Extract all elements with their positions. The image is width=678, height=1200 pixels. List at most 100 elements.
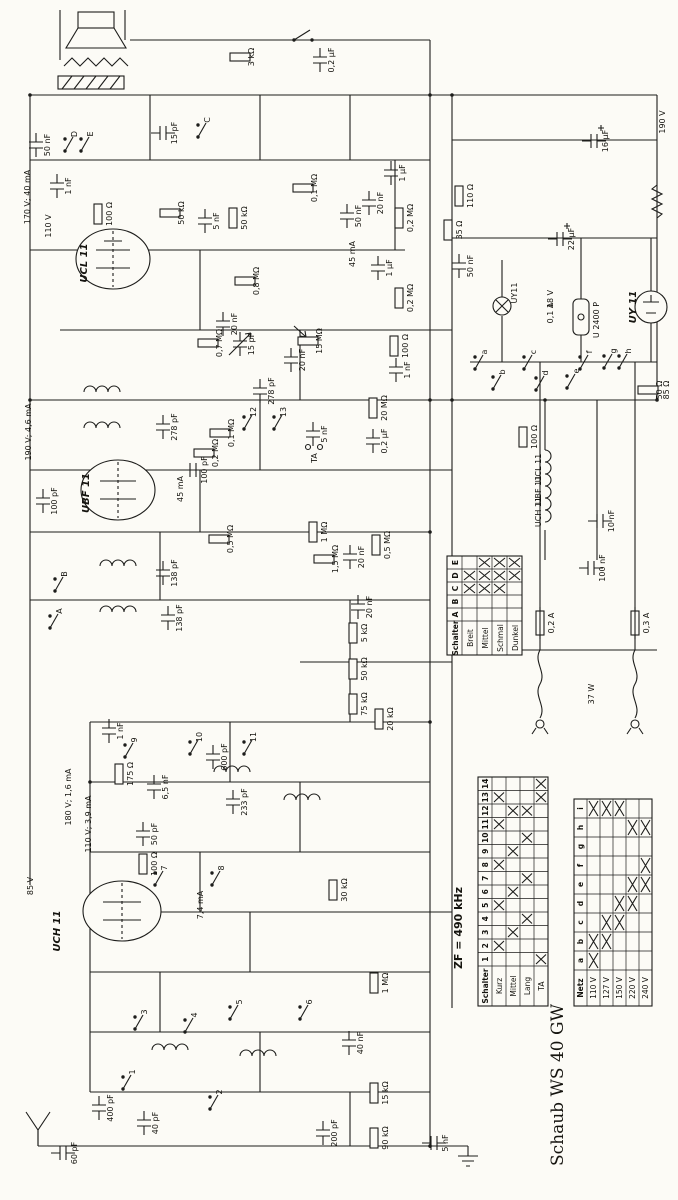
heater-chain-coil (544, 449, 552, 523)
svg-text:50 Ω: 50 Ω (655, 381, 664, 400)
tube-uch11 (82, 880, 162, 942)
capacitor: 40 nF (342, 1031, 365, 1055)
svg-text:12: 12 (249, 407, 258, 417)
tube-label: UY 11 (628, 291, 639, 324)
svg-text:Breit: Breit (466, 629, 475, 647)
switch-contact: 7 (153, 865, 169, 887)
resistor: 50 kΩ (228, 206, 249, 230)
svg-text:TA: TA (537, 981, 546, 992)
svg-text:c: c (529, 350, 538, 354)
capacitor: 400 pF (92, 1094, 115, 1122)
svg-text:50 kΩ: 50 kΩ (177, 201, 186, 224)
capacitor: 278 pF (253, 377, 276, 405)
svg-text:30 kΩ: 30 kΩ (340, 878, 349, 901)
svg-text:1 nF: 1 nF (116, 722, 125, 740)
tube-label: UCL 11 (79, 243, 90, 282)
resistor: 15 kΩ (369, 1081, 390, 1105)
resistor: 50 kΩ (159, 201, 186, 225)
antenna-icon (25, 1111, 51, 1146)
barretter-u2400p (572, 298, 590, 336)
text-label: UY11 (510, 283, 519, 304)
svg-text:c: c (576, 920, 585, 924)
svg-text:15 pF: 15 pF (170, 121, 179, 144)
svg-text:110 V; 3,9 mA: 110 V; 3,9 mA (84, 795, 93, 853)
svg-text:6,5 nF: 6,5 nF (161, 774, 170, 799)
svg-text:35 Ω: 35 Ω (455, 221, 464, 240)
svg-text:100 Ω: 100 Ω (401, 334, 410, 358)
svg-text:Mittel: Mittel (509, 975, 518, 996)
capacitor: 5 nF (198, 209, 221, 233)
svg-text:h: h (576, 825, 585, 830)
svg-text:4: 4 (190, 1012, 199, 1017)
svg-text:0,8 MΩ: 0,8 MΩ (252, 267, 261, 295)
svg-text:E: E (451, 560, 460, 565)
capacitor: 20 nF (362, 191, 385, 215)
svg-text:100 Ω: 100 Ω (150, 852, 159, 876)
capacitor: 5 nF (422, 1134, 450, 1152)
resistor: 0,5 MΩ (208, 525, 235, 553)
svg-text:B: B (60, 571, 69, 577)
svg-text:220 V: 220 V (628, 976, 637, 999)
svg-text:45 mA: 45 mA (348, 240, 357, 267)
svg-text:150 V: 150 V (615, 976, 624, 999)
text-label: 0,1 A (546, 302, 555, 323)
text-label: 85 V (26, 876, 35, 895)
switch-contact: 13 (272, 407, 288, 431)
svg-text:100 nF: 100 nF (598, 554, 607, 582)
svg-text:85 V: 85 V (26, 876, 35, 895)
resistor: 30 kΩ (328, 878, 349, 902)
tube-label: UCH 11 (52, 910, 63, 951)
fuse: 0,3 A (630, 607, 651, 639)
resistor: 0,7 MΩ (197, 329, 224, 357)
svg-text:1 MΩ: 1 MΩ (381, 973, 390, 994)
svg-text:U 2400 P: U 2400 P (592, 302, 601, 338)
svg-text:3: 3 (140, 1009, 149, 1014)
svg-text:0,2 A: 0,2 A (547, 612, 556, 633)
svg-text:d: d (576, 901, 585, 906)
svg-text:5: 5 (235, 999, 244, 1004)
svg-text:60 pF: 60 pF (70, 1141, 79, 1164)
svg-text:UCL 11: UCL 11 (534, 454, 543, 483)
svg-text:50 nF: 50 nF (466, 254, 475, 277)
svg-text:20 nF: 20 nF (376, 191, 385, 214)
svg-text:f: f (576, 863, 585, 867)
resistor: 75 kΩ (348, 692, 369, 716)
if-frequency-label: ZF = 490 kHz (452, 887, 465, 969)
text-label: TA (310, 453, 319, 464)
capacitor: 1 nF (389, 358, 412, 382)
switch-contact: C (196, 117, 212, 139)
svg-text:i: i (576, 807, 585, 810)
svg-text:7,4 mA: 7,4 mA (196, 890, 205, 919)
svg-text:5 nF: 5 nF (212, 212, 221, 230)
text-label: 110 V (44, 214, 53, 238)
svg-text:Schaub WS 40 GW: Schaub WS 40 GW (548, 1003, 568, 1166)
svg-text:UBF 11: UBF 11 (534, 476, 543, 505)
svg-text:5 nF: 5 nF (320, 425, 329, 443)
svg-text:11: 11 (249, 732, 258, 742)
svg-text:Dunkel: Dunkel (511, 625, 520, 651)
text-label: UCL 11 (534, 454, 543, 483)
switch-contact: 12 (242, 407, 258, 431)
svg-text:9: 9 (481, 849, 490, 854)
svg-text:110 V: 110 V (589, 976, 598, 999)
svg-text:0,2 μF: 0,2 μF (327, 47, 336, 72)
svg-text:40 pF: 40 pF (151, 1111, 160, 1134)
svg-text:0,7 MΩ: 0,7 MΩ (215, 329, 224, 357)
svg-text:0,1 A: 0,1 A (546, 302, 555, 323)
svg-text:20 MΩ: 20 MΩ (380, 395, 389, 421)
svg-text:a: a (576, 958, 585, 963)
svg-text:190 V; 4,6 mA: 190 V; 4,6 mA (24, 403, 33, 461)
text-label: 37 W (587, 684, 596, 705)
capacitor: 1 μF (384, 161, 407, 185)
svg-text:UY11: UY11 (510, 283, 519, 304)
svg-text:C: C (451, 585, 460, 591)
resistor: 3 kΩ (229, 48, 256, 66)
output-transformer (57, 75, 125, 90)
speaker-icon (63, 11, 129, 67)
svg-text:20 nF: 20 nF (298, 348, 307, 371)
switch-contact: 2 (208, 1089, 224, 1111)
switch-contact: c (522, 350, 538, 371)
resistor: 0,2 MΩ (394, 204, 415, 232)
